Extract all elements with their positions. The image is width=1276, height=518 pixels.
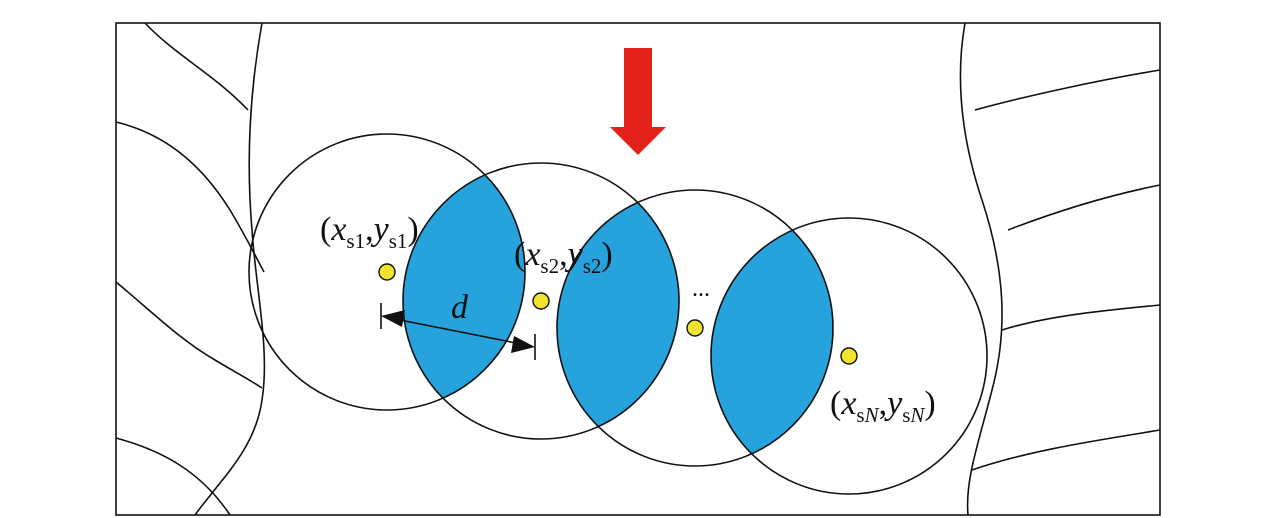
- ellipsis-label: ...: [692, 276, 710, 302]
- coverage-circle-2: [402, 162, 680, 440]
- sensor-dot-N: [840, 347, 858, 365]
- sensor-dot-1: [378, 263, 396, 281]
- sensor-label-2: (xs2,ys2): [514, 236, 613, 278]
- sensor-label-N: (xsN,ysN): [830, 385, 936, 427]
- coverage-circle-N: [710, 217, 988, 495]
- overlap-region-2-3: [557, 190, 679, 439]
- diagram-frame: [115, 22, 1161, 516]
- coverage-circles: [248, 133, 988, 495]
- sensor-dot-3: [686, 319, 704, 337]
- sensor-dot-2: [532, 292, 550, 310]
- boundary-curves: [115, 22, 1161, 516]
- distance-label: d: [451, 289, 469, 326]
- arrow-down-icon: [610, 48, 666, 155]
- sensor-dots: [378, 263, 858, 365]
- coverage-circle-1: [248, 133, 526, 411]
- overlap-region-3-N: [711, 218, 833, 466]
- distance-indicator: [380, 303, 536, 360]
- sensor-label-1: (xs1,ys1): [320, 211, 419, 253]
- overlap-region-1-2: [403, 163, 525, 410]
- coverage-circle-3: [556, 189, 834, 467]
